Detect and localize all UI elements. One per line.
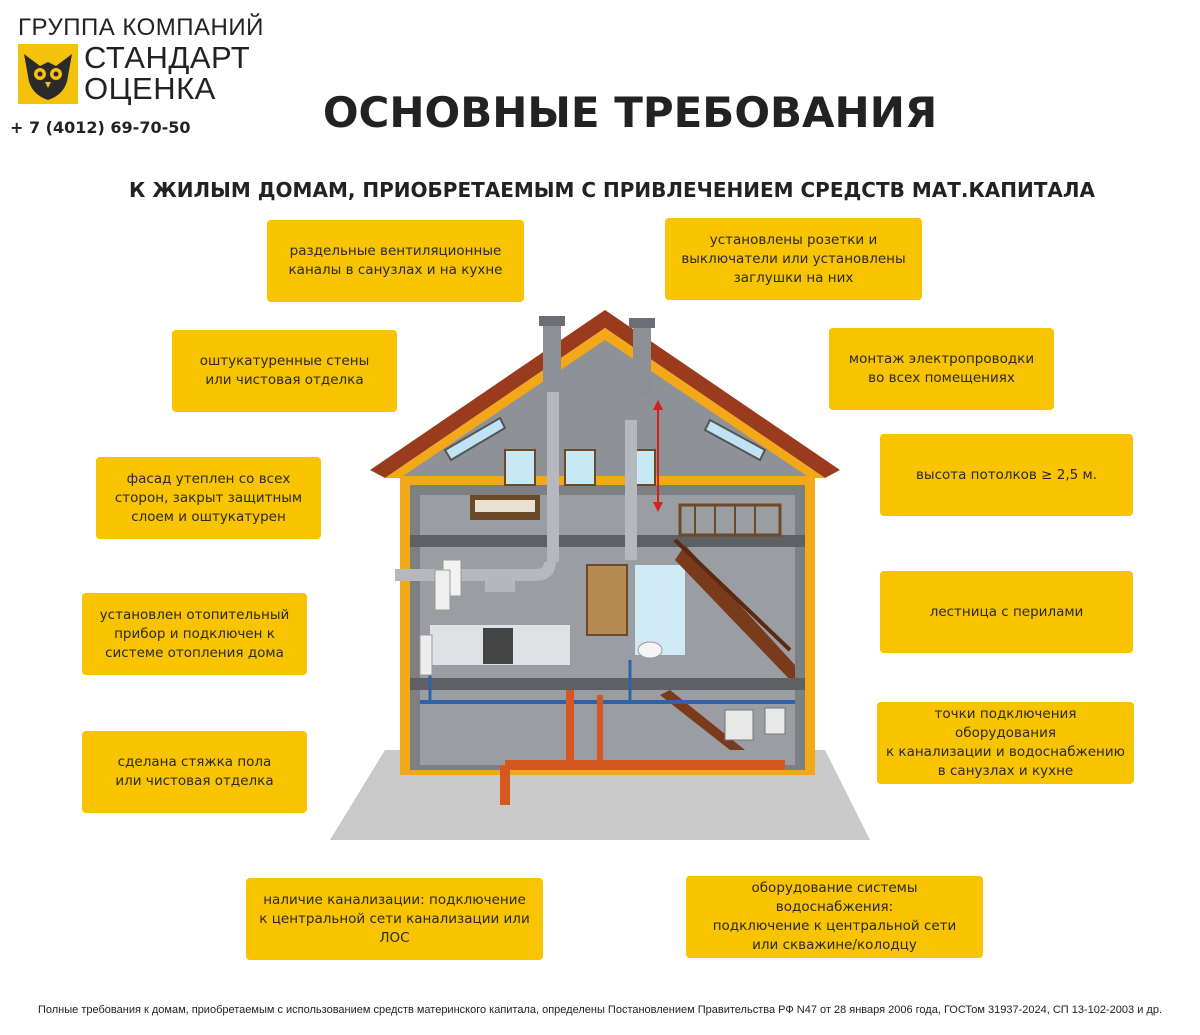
requirement-sockets: установлены розетки и выключатели или ус… — [665, 218, 922, 300]
footnote: Полные требования к домам, приобретаемым… — [37, 1004, 1162, 1016]
phone-number: + 7 (4012) 69-70-50 — [10, 118, 191, 137]
requirement-wiring: монтаж электропроводки во всех помещения… — [829, 328, 1054, 410]
page-title: ОСНОВНЫЕ ТРЕБОВАНИЯ — [322, 88, 938, 137]
page-subtitle: К ЖИЛЫМ ДОМАМ, ПРИОБРЕТАЕМЫМ С ПРИВЛЕЧЕН… — [129, 178, 1095, 202]
requirement-ventilation: раздельные вентиляционные каналы в сануз… — [267, 220, 524, 302]
requirement-screed: сделана стяжка пола или чистовая отделка — [82, 731, 307, 813]
brand-line-1: СТАНДАРТ — [84, 40, 251, 75]
house-cutaway-icon — [330, 310, 870, 840]
requirement-connections: точки подключения оборудования к канализ… — [877, 702, 1134, 784]
requirement-water-supply: оборудование системы водоснабжения: подк… — [686, 876, 983, 958]
requirement-sewerage: наличие канализации: подключение к центр… — [246, 878, 543, 960]
requirement-stairs: лестница с перилами — [880, 571, 1133, 653]
company-group-label: ГРУППА КОМПАНИЙ — [18, 14, 264, 41]
requirement-heating: установлен отопительный прибор и подключ… — [82, 593, 307, 675]
requirement-facade: фасад утеплен со всех сторон, закрыт защ… — [96, 457, 321, 539]
owl-icon — [18, 44, 78, 104]
brand-line-2: ОЦЕНКА — [84, 71, 216, 106]
brand-name: СТАНДАРТ ОЦЕНКА — [84, 42, 250, 104]
requirement-plaster: оштукатуренные стены или чистовая отделк… — [172, 330, 397, 412]
requirement-ceiling-height: высота потолков ≥ 2,5 м. — [880, 434, 1133, 516]
